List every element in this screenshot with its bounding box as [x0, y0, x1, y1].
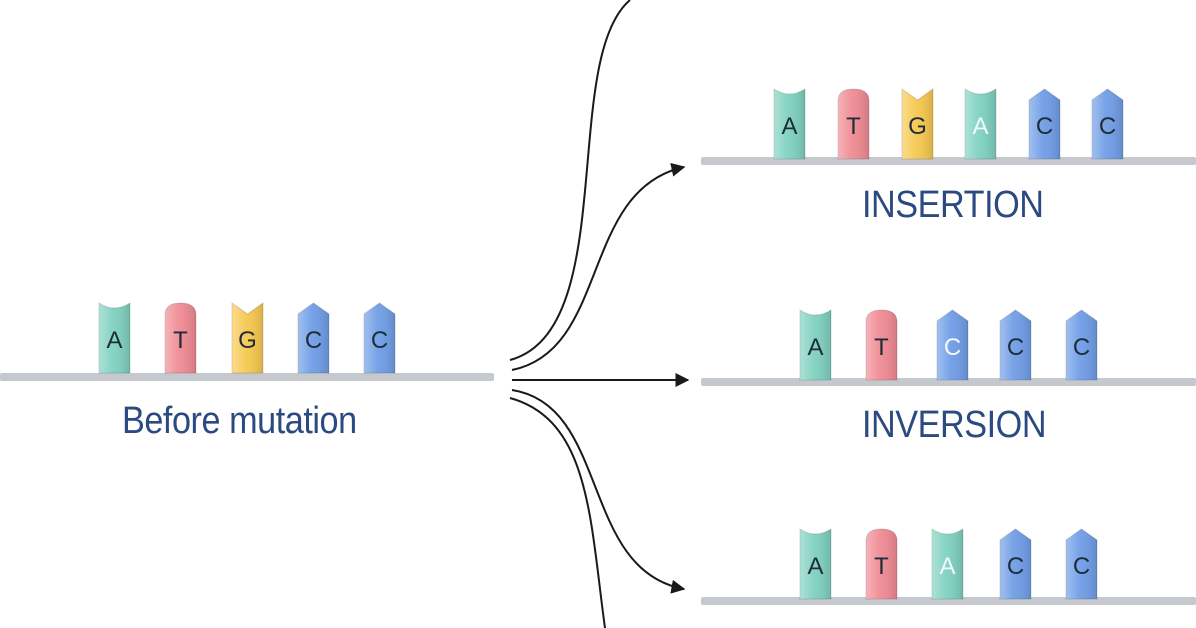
inversion-base-1-shading: [800, 310, 831, 380]
inversion-base-5-shading: [1066, 310, 1097, 380]
inversion-base-c-3: C: [936, 309, 969, 381]
mutation-arrows: [509, 0, 690, 628]
substitution-base-3-letter: A: [939, 553, 955, 580]
arrow-to-bottom: [509, 397, 606, 628]
before-base-c-4: C: [297, 302, 330, 374]
substitution-base-c-4: C: [999, 528, 1032, 600]
inversion-base-3-letter: C: [944, 334, 961, 361]
substitution-base-2-letter: T: [874, 553, 889, 580]
before-base-t-2: T: [164, 302, 197, 374]
before-base-4-shading: [298, 303, 329, 373]
before-base-g-3: G: [231, 302, 264, 374]
inversion-base-4-letter: C: [1007, 334, 1024, 361]
inversion-base-5-letter: C: [1073, 334, 1090, 361]
before-base-4-letter: C: [305, 327, 322, 354]
substitution-base-1-letter: A: [807, 553, 823, 580]
insertion-base-a-1: A: [773, 88, 806, 160]
insertion-base-2-shading: [838, 89, 869, 159]
before-base-2-shading: [165, 303, 196, 373]
before-base-1-letter: A: [106, 327, 122, 354]
substitution-base-1-shading: [800, 529, 831, 599]
substitution-base-4-shading: [1000, 529, 1031, 599]
substitution-base-c-5: C: [1065, 528, 1098, 600]
insertion-base-1-shading: [774, 89, 805, 159]
before-base-a-1: A: [98, 302, 131, 374]
insertion-base-6-letter: C: [1099, 113, 1116, 140]
before-base-1-shading: [99, 303, 130, 373]
substitution-base-4-letter: C: [1007, 553, 1024, 580]
insertion-base-t-2: T: [837, 88, 870, 160]
arrow-to-insertion: [511, 162, 686, 371]
inversion-base-2-shading: [866, 310, 897, 380]
insertion-base-c-5: C: [1028, 88, 1061, 160]
inversion-base-c-4: C: [999, 309, 1032, 381]
substitution-base-2-shading: [866, 529, 897, 599]
substitution-base-5-letter: C: [1073, 553, 1090, 580]
insertion-base-3-shading: [902, 89, 933, 159]
before-backbone: [0, 373, 494, 381]
inversion-base-3-shading: [937, 310, 968, 380]
substitution-base-3-shading: [932, 529, 963, 599]
arrow-to-substitution: [511, 389, 686, 594]
arrow-to-top: [509, 0, 631, 361]
before-base-2-letter: T: [173, 327, 188, 354]
substitution-base-t-2: T: [865, 528, 898, 600]
insertion-base-3-letter: G: [908, 113, 927, 140]
substitution-base-5-shading: [1066, 529, 1097, 599]
inversion-label: INVERSION: [862, 404, 1047, 446]
insertion-backbone: [701, 157, 1196, 165]
insertion-base-g-3: G: [901, 88, 934, 160]
insertion-base-1-letter: A: [781, 113, 797, 140]
insertion-base-2-letter: T: [846, 113, 861, 140]
insertion-label: INSERTION: [862, 184, 1044, 226]
insertion-base-5-letter: C: [1036, 113, 1053, 140]
substitution-base-a-3: A: [931, 528, 964, 600]
inversion-base-4-shading: [1000, 310, 1031, 380]
inversion-base-t-2: T: [865, 309, 898, 381]
before-base-3-letter: G: [238, 327, 257, 354]
insertion-base-4-shading: [965, 89, 996, 159]
insertion-base-c-6: C: [1091, 88, 1124, 160]
insertion-base-4-letter: A: [972, 113, 988, 140]
insertion-base-6-shading: [1092, 89, 1123, 159]
before-base-5-letter: C: [371, 327, 388, 354]
before-mutation-label: Before mutation: [122, 400, 357, 442]
insertion-base-a-4: A: [964, 88, 997, 160]
insertion-base-5-shading: [1029, 89, 1060, 159]
before-base-3-shading: [232, 303, 263, 373]
before-base-5-shading: [364, 303, 395, 373]
inversion-base-2-letter: T: [874, 334, 889, 361]
inversion-base-1-letter: A: [807, 334, 823, 361]
inversion-base-c-5: C: [1065, 309, 1098, 381]
inversion-base-a-1: A: [799, 309, 832, 381]
before-base-c-5: C: [363, 302, 396, 374]
substitution-base-a-1: A: [799, 528, 832, 600]
